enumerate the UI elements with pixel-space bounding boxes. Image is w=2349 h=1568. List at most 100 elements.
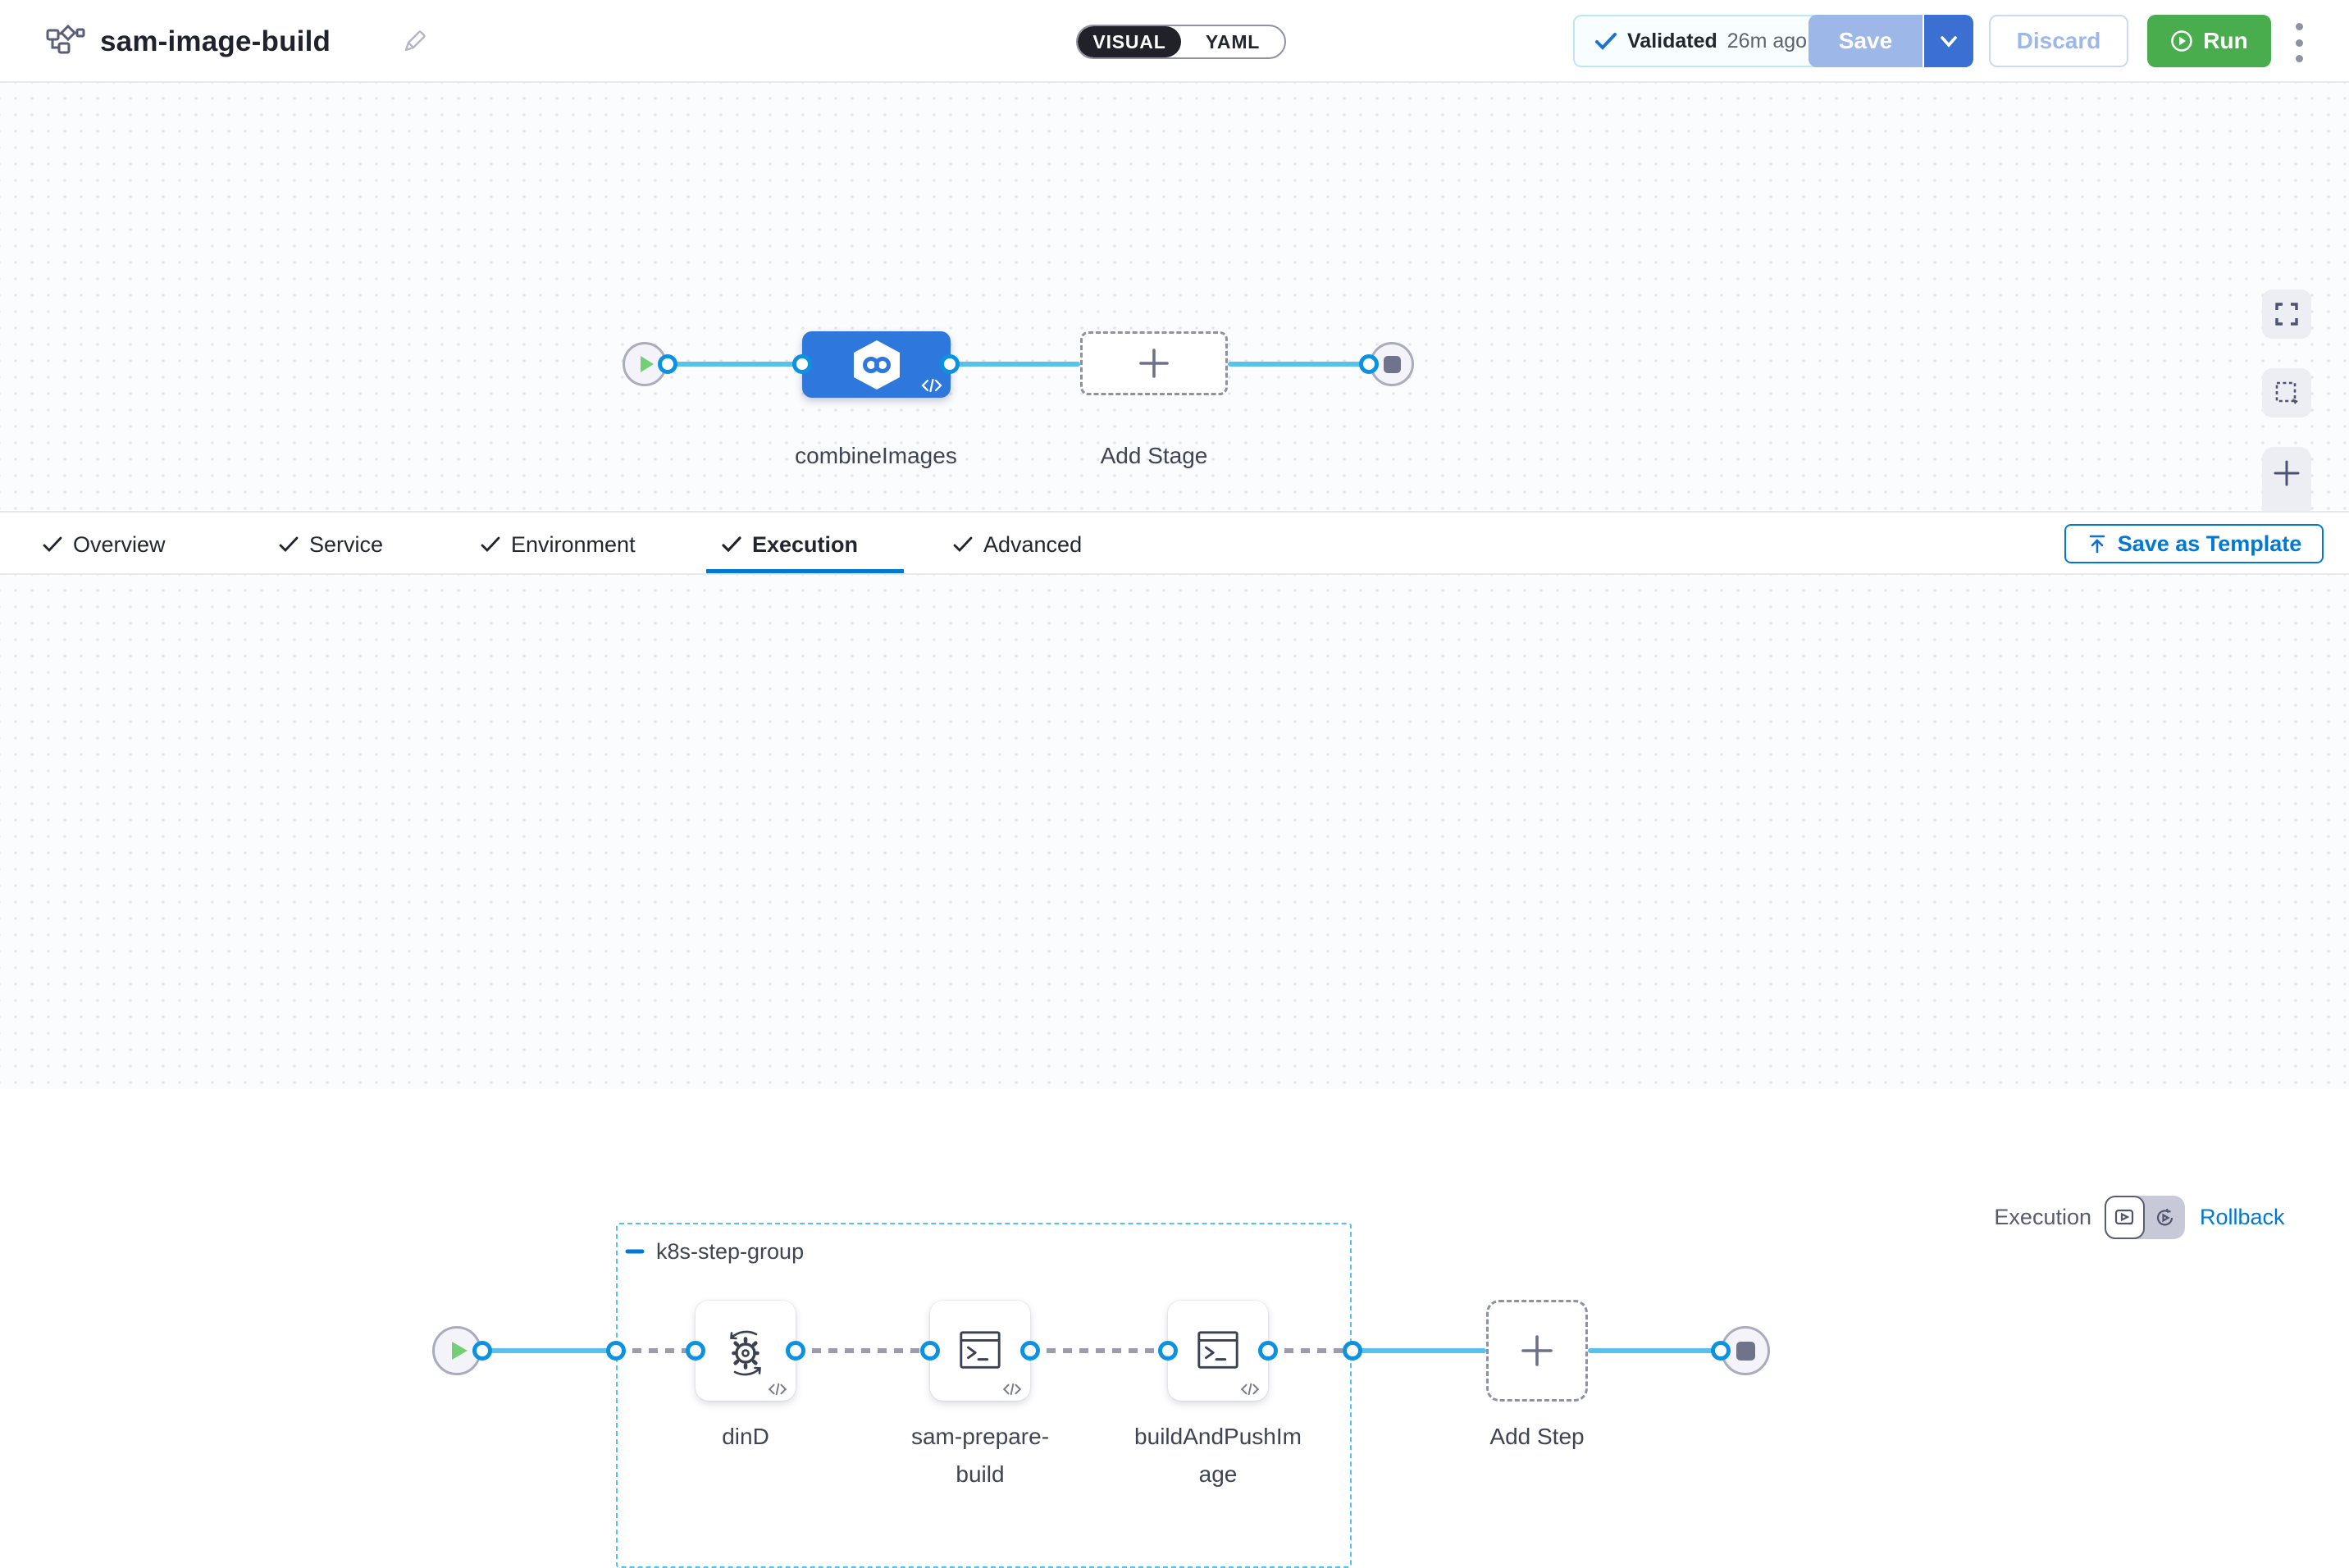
- discard-button[interactable]: Discard: [1989, 15, 2128, 67]
- collapse-group-icon[interactable]: [624, 1241, 645, 1262]
- start-play-icon: [641, 356, 654, 372]
- execution-mode-label: Execution: [1994, 1205, 2091, 1229]
- check-icon: [722, 536, 741, 553]
- tab-label: Execution: [752, 531, 859, 557]
- connection-port: [658, 354, 677, 374]
- dashed-connector: [1268, 1348, 1352, 1353]
- stop-icon: [1383, 355, 1401, 373]
- plus-icon: [2274, 460, 2300, 485]
- connection-port: [1020, 1341, 1040, 1361]
- connection-port: [1343, 1341, 1362, 1361]
- connector: [482, 1348, 616, 1353]
- pipeline-icon: [46, 24, 85, 60]
- connection-port: [686, 1341, 705, 1361]
- stage-name-label: combineImages: [795, 443, 957, 468]
- connection-port: [1258, 1341, 1278, 1361]
- check-icon: [43, 536, 62, 553]
- add-step-label: Add Step: [1489, 1424, 1585, 1449]
- connection-port: [1711, 1341, 1731, 1361]
- stop-icon: [1736, 1341, 1755, 1361]
- save-as-template-button[interactable]: Save as Template: [2064, 524, 2324, 563]
- save-as-template-label: Save as Template: [2117, 531, 2302, 556]
- gear-sync-icon: [730, 1330, 761, 1376]
- add-stage-button[interactable]: [1080, 331, 1228, 395]
- validated-badge[interactable]: Validated 26m ago: [1573, 15, 1829, 67]
- execution-mode-button[interactable]: [2105, 1196, 2146, 1239]
- code-icon: [1240, 1383, 1260, 1396]
- tab-environment[interactable]: Environment: [481, 513, 636, 577]
- rollback-link[interactable]: Rollback: [2200, 1205, 2285, 1229]
- select-mode-button[interactable]: [2262, 368, 2311, 417]
- chevron-down-icon: [1941, 35, 1957, 48]
- step-label: buildAndPushImage: [1134, 1424, 1302, 1487]
- connection-port: [472, 1341, 492, 1361]
- run-label: Run: [2203, 28, 2248, 53]
- dashed-connector: [796, 1348, 930, 1353]
- top-header: sam-image-build VISUAL YAML Validated 26…: [0, 0, 2349, 83]
- rollback-mode-button[interactable]: [2145, 1196, 2185, 1239]
- dashed-connector: [616, 1348, 696, 1353]
- tab-advanced[interactable]: Advanced: [953, 513, 1082, 577]
- execution-canvas: Execution Rollback k8s-step-group: [0, 575, 2349, 1568]
- connector: [1228, 362, 1370, 367]
- stage-card-combineimages[interactable]: [802, 331, 951, 398]
- toggle-yaml[interactable]: YAML: [1205, 30, 1261, 52]
- save-button[interactable]: Save: [1809, 15, 1923, 67]
- tab-service[interactable]: Service: [279, 513, 383, 577]
- more-options-icon[interactable]: [2287, 23, 2311, 62]
- step-card-dind[interactable]: [696, 1301, 796, 1401]
- connection-port: [786, 1341, 805, 1361]
- add-step-button[interactable]: [1486, 1300, 1588, 1402]
- connection-port: [792, 354, 812, 374]
- code-icon: [1002, 1383, 1022, 1396]
- tab-overview[interactable]: Overview: [43, 513, 166, 577]
- tab-label: Service: [309, 531, 384, 557]
- edit-title-icon[interactable]: [402, 28, 428, 54]
- active-tab-underline: [706, 569, 904, 573]
- zoom-in-button[interactable]: [2262, 449, 2311, 498]
- stage-config-tabbar: Overview Service Environment Execution A…: [0, 511, 2349, 575]
- marquee-select-icon: [2275, 381, 2298, 404]
- steps-play-icon: [2114, 1209, 2133, 1224]
- connection-port: [1158, 1341, 1178, 1361]
- step-label: dinD: [722, 1424, 769, 1449]
- tab-label: Environment: [511, 531, 636, 557]
- pipeline-title: sam-image-build: [100, 25, 331, 57]
- fullscreen-icon: [2275, 303, 2298, 326]
- minus-icon: [625, 1249, 645, 1254]
- connection-port: [606, 1341, 626, 1361]
- play-circle-icon: [2171, 30, 2193, 52]
- connection-port: [1359, 354, 1379, 374]
- step-card-buildandpushimage[interactable]: [1168, 1301, 1268, 1401]
- upload-icon: [2089, 535, 2105, 554]
- rollback-icon: [2156, 1208, 2173, 1225]
- visual-yaml-toggle: VISUAL YAML: [1076, 25, 1286, 59]
- dashed-connector: [1030, 1348, 1168, 1353]
- fullscreen-button[interactable]: [2262, 289, 2311, 339]
- tab-execution[interactable]: Execution: [722, 513, 858, 577]
- step-card-sam-prepare-build[interactable]: [930, 1301, 1030, 1401]
- terminal-icon: [1197, 1331, 1238, 1369]
- connector: [1588, 1348, 1721, 1353]
- save-options-button[interactable]: [1923, 15, 1973, 67]
- tab-label: Overview: [73, 531, 166, 557]
- run-button[interactable]: Run: [2147, 15, 2271, 67]
- toggle-visual[interactable]: VISUAL: [1078, 26, 1181, 57]
- check-icon: [1595, 33, 1617, 50]
- add-stage-label: Add Stage: [1100, 443, 1208, 468]
- step-label: sam-prepare-build: [910, 1424, 1050, 1487]
- connector: [676, 362, 802, 367]
- connector: [1352, 1348, 1486, 1353]
- terminal-icon: [960, 1331, 1001, 1369]
- ci-stage-icon: [854, 340, 900, 390]
- plus-icon: [1139, 349, 1169, 378]
- validated-label: Validated: [1627, 29, 1717, 52]
- check-icon: [481, 536, 500, 553]
- check-icon: [279, 536, 299, 553]
- validated-time: 26m ago: [1726, 29, 1808, 52]
- code-icon: [921, 378, 942, 393]
- code-icon: [768, 1383, 787, 1396]
- tab-label: Advanced: [983, 531, 1083, 557]
- connection-port: [920, 1341, 940, 1361]
- start-play-icon: [451, 1342, 468, 1360]
